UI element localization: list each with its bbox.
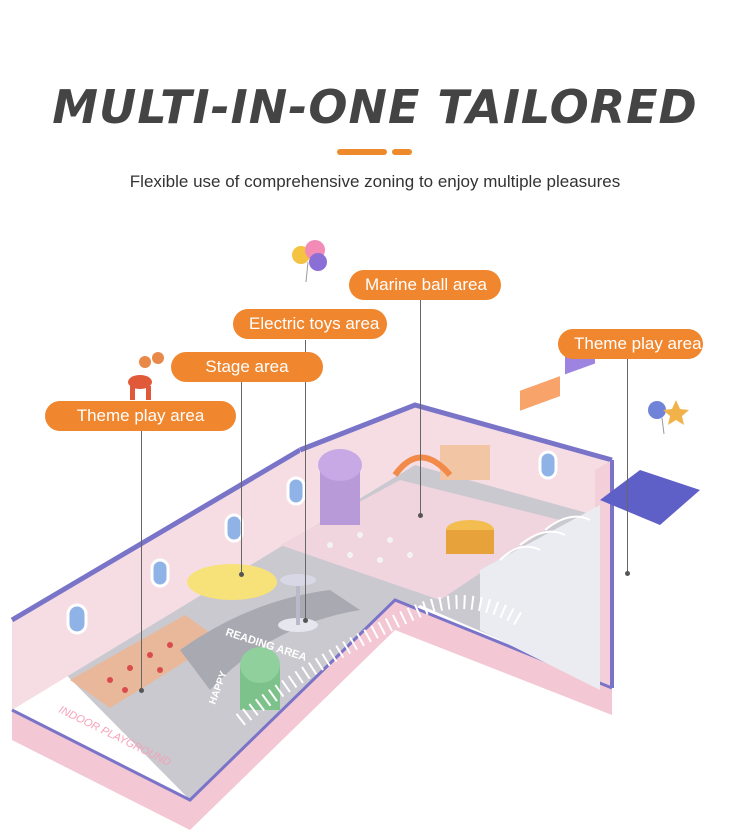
leader-theme-right (627, 358, 628, 573)
wall-front-mid (190, 600, 395, 830)
leader-stage (241, 382, 242, 574)
wall-front-right (395, 600, 612, 715)
balloon-dog-icon (128, 352, 164, 400)
balloon-cluster-icon (292, 240, 327, 283)
leader-end-electric (303, 618, 308, 623)
trampoline-area (480, 343, 700, 690)
callout-marine-ball: Marine ball area (349, 270, 501, 300)
accent-dash-long (337, 149, 387, 155)
carousel (278, 574, 318, 632)
leader-marine (420, 300, 421, 515)
leader-end-marine (418, 513, 423, 518)
leader-end-theme-right (625, 571, 630, 576)
callout-theme-play-right: Theme play area (558, 329, 703, 359)
stage-platform (187, 564, 277, 600)
leader-electric (305, 340, 306, 620)
leader-end-stage (239, 572, 244, 577)
callout-stage: Stage area (171, 352, 323, 382)
green-dome (240, 647, 280, 710)
accent-dash-short (392, 149, 412, 155)
playground-illustration: READING AREA INDOOR PLAYGROUND HAPPY (10, 240, 700, 830)
callout-theme-play-left: Theme play area (45, 401, 236, 431)
page-title: MULTI-IN-ONE TAILORED (52, 80, 698, 134)
callout-electric-toys: Electric toys area (233, 309, 387, 339)
ball-pit-left (70, 615, 220, 708)
wall-front-left (12, 710, 190, 830)
marine-castle (280, 445, 560, 600)
leader-end-theme-left (139, 688, 144, 693)
leader-theme-left (141, 430, 142, 690)
balloon-pair-icon (648, 400, 689, 435)
page-subtitle: Flexible use of comprehensive zoning to … (129, 172, 621, 191)
reading-path (180, 590, 360, 690)
